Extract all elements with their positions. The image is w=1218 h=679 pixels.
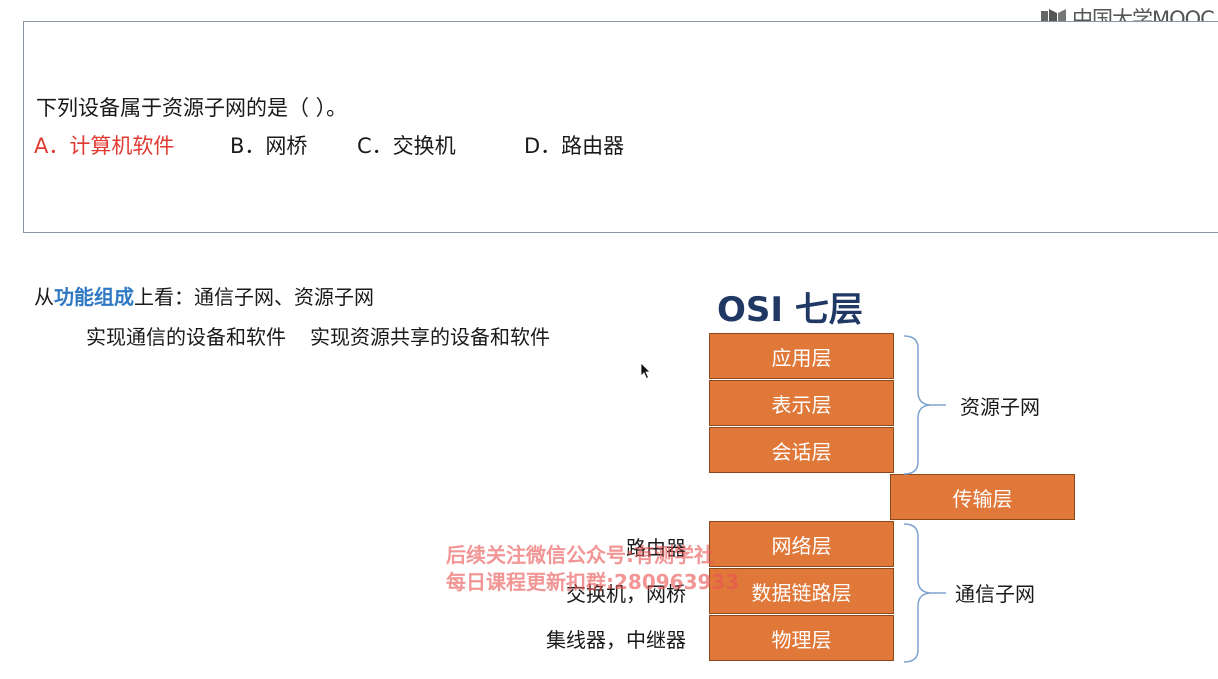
line1-suffix: 上看：通信子网、资源子网 [134,285,374,309]
device-hub-repeater: 集线器，中继器 [546,628,686,652]
comm-brace [903,523,946,663]
option-d: D．路由器 [524,134,625,158]
layer-datalink: 数据链路层 [709,568,894,614]
option-b: B．网桥 [230,134,308,158]
watermark-line-1: 后续关注微信公众号:有测学社 [446,543,714,567]
mouse-cursor-icon [640,362,651,380]
comm-subnet-label: 通信子网 [955,582,1035,606]
layer-transport: 传输层 [890,474,1075,520]
resource-subnet-label: 资源子网 [960,395,1040,419]
line1-highlight: 功能组成 [54,285,134,309]
layer-session: 会话层 [709,427,894,473]
layer-network: 网络层 [709,521,894,567]
layer-application: 应用层 [709,333,894,379]
device-switch-bridge: 交换机，网桥 [566,582,686,606]
layer-presentation: 表示层 [709,380,894,426]
line2-right: 实现资源共享的设备和软件 [310,325,550,349]
explanation-line-1: 从功能组成上看：通信子网、资源子网 [34,281,374,310]
layer-physical: 物理层 [709,615,894,661]
line1-prefix: 从 [34,285,54,309]
question-box: 下列设备属于资源子网的是（ ）。 A．计算机软件 B．网桥 C．交换机 D．路由… [23,21,1218,233]
device-router: 路由器 [626,536,686,560]
option-c: C．交换机 [357,134,456,158]
line2-left: 实现通信的设备和软件 [86,325,286,349]
osi-title: OSI 七层 [717,290,863,330]
question-text: 下列设备属于资源子网的是（ ）。 [36,96,348,120]
option-a: A．计算机软件 [34,134,175,158]
resource-brace [903,335,946,475]
explanation-line-2: 实现通信的设备和软件实现资源共享的设备和软件 [86,321,550,350]
